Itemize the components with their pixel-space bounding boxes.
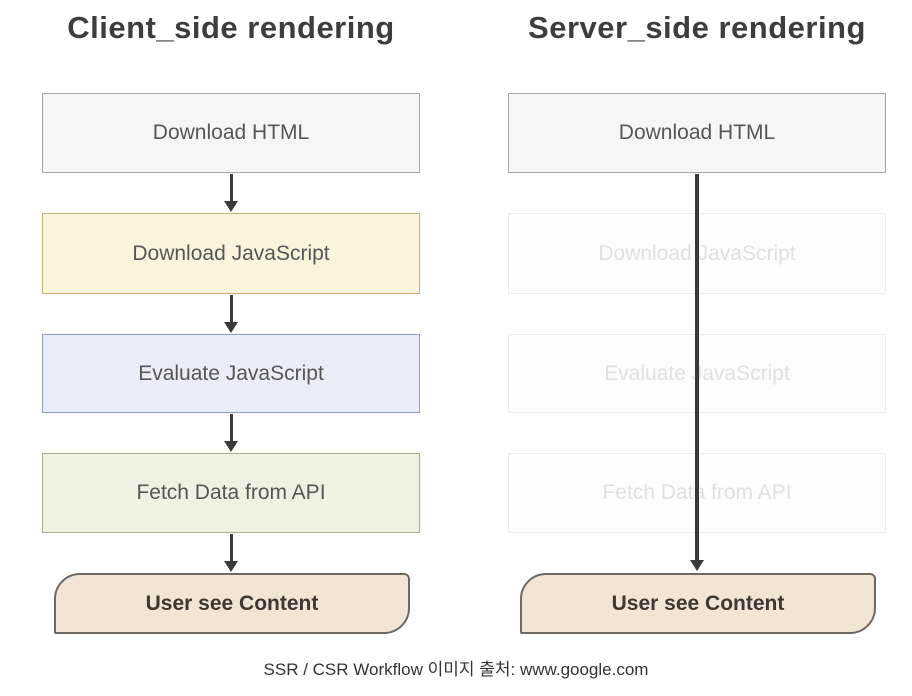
csr-step-evaluate-javascript: Evaluate JavaScript <box>42 334 420 413</box>
csr-step-download-html-label: Download HTML <box>152 121 310 144</box>
arrow-head <box>224 201 238 212</box>
arrow-head <box>224 322 238 333</box>
ssr-result-label: User see Content <box>611 591 785 615</box>
ssr-result-user-see-content: User see Content <box>520 573 876 634</box>
arrow-stem <box>229 295 233 322</box>
ssr-step-download-html-label: Download HTML <box>618 121 776 144</box>
ssr-column-title: Server_side rendering <box>528 10 866 45</box>
csr-step-download-javascript-label: Download JavaScript <box>132 241 330 265</box>
arrow-down-icon <box>223 295 239 333</box>
image-source-caption: SSR / CSR Workflow 이미지 출처: www.google.co… <box>263 660 649 679</box>
csr-column-title: Client_side rendering <box>67 10 395 45</box>
arrow-down-icon <box>223 174 239 212</box>
csr-step-download-javascript: Download JavaScript <box>42 213 420 294</box>
csr-step-evaluate-javascript-label: Evaluate JavaScript <box>138 361 324 385</box>
arrow-stem <box>229 414 233 441</box>
arrow-head <box>224 561 238 572</box>
csr-result-user-see-content: User see Content <box>54 573 410 634</box>
arrow-down-icon <box>223 534 239 572</box>
arrow-stem <box>229 534 233 561</box>
arrow-down-icon <box>223 414 239 452</box>
arrow-head <box>224 441 238 452</box>
csr-result-label: User see Content <box>145 591 319 615</box>
csr-step-fetch-data-from-api-label: Fetch Data from API <box>136 481 326 504</box>
ssr-long-arrow-down-icon <box>689 174 705 571</box>
csr-step-download-html: Download HTML <box>42 93 420 173</box>
ssr-step-download-html: Download HTML <box>508 93 886 173</box>
arrow-stem <box>229 174 233 201</box>
arrow-head <box>690 560 704 571</box>
csr-step-fetch-data-from-api: Fetch Data from API <box>42 453 420 533</box>
arrow-stem <box>695 174 699 560</box>
